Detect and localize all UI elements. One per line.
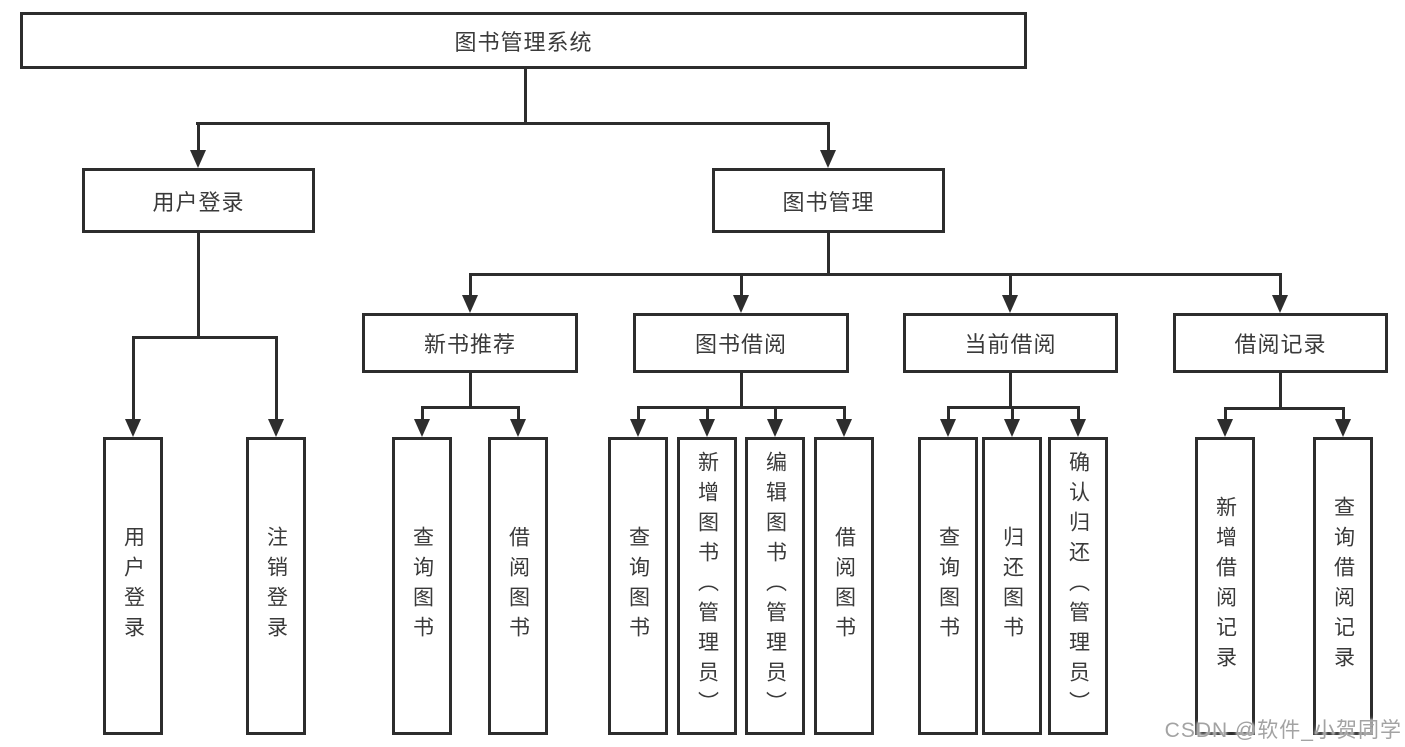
leaf-add-books-admin: 新增图书（管理员） <box>677 437 737 735</box>
arrow-down-icon <box>414 419 430 437</box>
connector-stem-new-book-rec <box>469 273 472 297</box>
connector-br-horizontal <box>1224 407 1345 410</box>
leaf-borrow-books: 借阅图书 <box>814 437 874 735</box>
leaf-label: 用户登录 <box>121 526 145 646</box>
leaf-return-books: 归还图书 <box>982 437 1042 735</box>
arrow-down-icon <box>820 150 836 168</box>
connector-stem-user-login <box>197 122 200 152</box>
leaf-confirm-return-admin: 确认归还（管理员） <box>1048 437 1108 735</box>
connector-stem <box>706 406 709 421</box>
connector-stem <box>637 406 640 421</box>
connector-cb-vertical <box>1009 373 1012 406</box>
leaf-borrow-books-recommend: 借阅图书 <box>488 437 548 735</box>
arrow-down-icon <box>1070 419 1086 437</box>
node-borrow-records: 借阅记录 <box>1173 313 1388 373</box>
arrow-down-icon <box>836 419 852 437</box>
node-current-borrowing: 当前借阅 <box>903 313 1118 373</box>
leaf-label: 新增借阅记录 <box>1213 496 1237 676</box>
leaf-label: 查询图书 <box>410 526 434 646</box>
node-label: 借阅记录 <box>1234 332 1327 357</box>
connector-stem <box>421 406 424 421</box>
node-label: 当前借阅 <box>964 332 1057 357</box>
connector-stem-book-mgmt <box>827 122 830 152</box>
arrow-down-icon <box>1272 295 1288 313</box>
leaf-logout: 注销登录 <box>246 437 306 735</box>
arrow-down-icon <box>699 419 715 437</box>
node-book-borrowing: 图书借阅 <box>633 313 849 373</box>
leaf-label: 查询图书 <box>626 526 650 646</box>
connector-nb-horizontal <box>421 406 520 409</box>
node-book-management: 图书管理 <box>712 168 945 233</box>
node-library-management-system: 图书管理系统 <box>20 12 1027 69</box>
leaf-label: 新增图书（管理员） <box>695 451 719 721</box>
node-label: 图书借阅 <box>694 332 787 357</box>
leaf-label: 注销登录 <box>264 526 288 646</box>
arrow-down-icon <box>1004 419 1020 437</box>
leaf-label: 确认归还（管理员） <box>1066 451 1090 721</box>
arrow-down-icon <box>630 419 646 437</box>
node-user-login: 用户登录 <box>82 168 315 233</box>
connector-stem <box>947 406 950 421</box>
arrow-down-icon <box>190 150 206 168</box>
connector-user-login-horizontal <box>132 336 278 339</box>
connector-stem <box>1077 406 1080 421</box>
leaf-label: 借阅图书 <box>506 526 530 646</box>
leaf-edit-books-admin: 编辑图书（管理员） <box>745 437 805 735</box>
node-label: 新书推荐 <box>423 332 516 357</box>
arrow-down-icon <box>268 419 284 437</box>
connector-stem-leaf-logout <box>275 336 278 421</box>
connector-root-vertical <box>524 69 527 123</box>
leaf-label: 编辑图书（管理员） <box>763 451 787 721</box>
connector-stem-current-borrow <box>1009 273 1012 297</box>
connector-br-vertical <box>1279 373 1282 407</box>
arrow-down-icon <box>462 295 478 313</box>
connector-bb-vertical <box>740 373 743 406</box>
leaf-label: 归还图书 <box>1000 526 1024 646</box>
connector-stem <box>1224 407 1227 421</box>
arrow-down-icon <box>940 419 956 437</box>
connector-bb-horizontal <box>637 406 846 409</box>
node-label: 图书管理 <box>782 189 875 215</box>
connector-stem <box>1342 407 1345 421</box>
leaf-label: 查询图书 <box>936 526 960 646</box>
connector-book-mgmt-horizontal <box>469 273 1282 276</box>
node-label: 用户登录 <box>152 189 245 215</box>
node-new-book-recommend: 新书推荐 <box>362 313 578 373</box>
arrow-down-icon <box>1335 419 1351 437</box>
leaf-add-borrow-record: 新增借阅记录 <box>1195 437 1255 735</box>
arrow-down-icon <box>125 419 141 437</box>
connector-user-login-vertical <box>197 233 200 336</box>
connector-stem <box>843 406 846 421</box>
connector-stem-book-borrow <box>740 273 743 297</box>
leaf-user-login: 用户登录 <box>103 437 163 735</box>
connector-stem <box>517 406 520 421</box>
connector-stem <box>1011 406 1014 421</box>
node-label: 图书管理系统 <box>454 29 593 55</box>
connector-stem <box>774 406 777 421</box>
leaf-query-books-borrowing: 查询图书 <box>608 437 668 735</box>
connector-stem-leaf-user-login <box>132 336 135 421</box>
leaf-query-books-current: 查询图书 <box>918 437 978 735</box>
arrow-down-icon <box>1217 419 1233 437</box>
arrow-down-icon <box>733 295 749 313</box>
leaf-query-borrow-record: 查询借阅记录 <box>1313 437 1373 735</box>
connector-nb-vertical <box>469 373 472 406</box>
connector-root-horizontal <box>196 122 830 125</box>
connector-stem-borrow-record <box>1279 273 1282 297</box>
arrow-down-icon <box>767 419 783 437</box>
leaf-label: 查询借阅记录 <box>1331 496 1355 676</box>
arrow-down-icon <box>510 419 526 437</box>
arrow-down-icon <box>1002 295 1018 313</box>
leaf-query-books-recommend: 查询图书 <box>392 437 452 735</box>
connector-book-mgmt-vertical <box>827 233 830 273</box>
csdn-watermark: CSDN @软件_小贺同学 <box>1164 719 1402 742</box>
leaf-label: 借阅图书 <box>832 526 856 646</box>
